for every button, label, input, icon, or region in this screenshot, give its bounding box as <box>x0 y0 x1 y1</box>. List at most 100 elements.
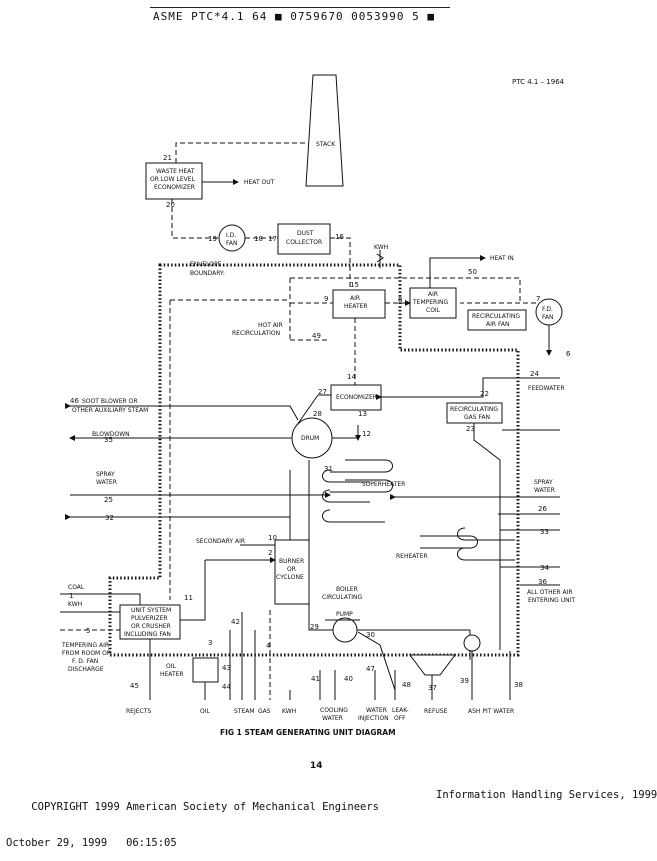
spray-left-label-1: SPRAY <box>96 471 115 478</box>
stream-number: 8 <box>398 296 402 304</box>
water-injection-label-2: INJECTION <box>358 715 389 722</box>
stream-number: 38 <box>514 681 523 689</box>
oil-label: OIL <box>200 708 210 715</box>
burner-label-2: OR <box>287 566 296 573</box>
superheater-coils <box>322 459 393 523</box>
stream-number: 12 <box>362 430 371 438</box>
document-id-line: ASME PTC*4.1 64 ■ 0759670 0053990 5 ■ <box>153 10 436 23</box>
recirc-gas-fan-label-2: GAS FAN <box>464 414 490 421</box>
tempering-coil-label-3: COIL <box>426 307 441 314</box>
stream-number: 34 <box>540 564 549 572</box>
drum-label: DRUM <box>301 435 319 442</box>
stream-number: 2 <box>268 549 272 557</box>
stream-number: 23 <box>466 425 475 433</box>
stream-number: 44 <box>222 683 231 691</box>
stream-number: 20 <box>166 201 175 209</box>
refuse-label: REFUSE <box>424 708 448 715</box>
stream-number: 3 <box>208 639 212 647</box>
stream-number: 45 <box>130 682 139 690</box>
fd-fan-label-2: FAN <box>542 314 554 321</box>
pulverizer-box <box>119 604 181 640</box>
stream-number: 28 <box>313 410 322 418</box>
stream-number: 43 <box>222 664 231 672</box>
stack-shape <box>305 74 344 187</box>
recirc-air-fan-label-1: RECIRCULATING <box>472 313 520 320</box>
stream-number: 9 <box>324 295 328 303</box>
rejects-label: REJECTS <box>126 708 151 715</box>
cooling-water-label-2: WATER <box>322 715 343 722</box>
stream-number: 1 <box>69 592 73 600</box>
stream-number: 47 <box>366 665 375 673</box>
boiler-pump-circle <box>332 617 358 643</box>
stream-number: 50 <box>468 268 477 276</box>
steam-unit-diagram: STACK WASTE HEAT OR LOW LEVEL ECONOMIZER… <box>60 74 575 771</box>
dust-collector-box <box>277 223 331 255</box>
pulverizer-label-1: UNIT SYSTEM <box>131 607 171 614</box>
stream-number: 31 <box>324 465 333 473</box>
economizer-box <box>330 384 382 411</box>
stream-number: 33 <box>540 528 549 536</box>
stream-number: 37 <box>428 684 437 692</box>
ash-hopper <box>409 654 456 676</box>
stream-number: 40 <box>344 675 353 683</box>
leakoff-label-2: OFF <box>394 715 406 722</box>
tempering-coil-label-1: AIR <box>428 291 438 298</box>
dust-collector-label-1: DUST <box>297 230 314 237</box>
stream-number: 5 <box>86 627 90 635</box>
stream-number: 36 <box>538 578 547 586</box>
heat-in-label: HEAT IN <box>490 255 514 262</box>
all-other-air-label-1: ALL OTHER AIR <box>527 589 573 596</box>
stream-number: 19 <box>208 235 217 243</box>
stream-number: 25 <box>104 496 113 504</box>
stream-number: 49 <box>312 332 321 340</box>
stream-number: 24 <box>530 370 539 378</box>
steam-label: STEAM <box>234 708 255 715</box>
kwh-bottom-label: KWH <box>282 708 296 715</box>
stream-number: 32 <box>105 514 114 522</box>
air-heater-label-2: HEATER <box>344 303 368 310</box>
envelope-label-2: BOUNDARY: <box>190 270 225 277</box>
cooling-water-label-1: COOLING <box>320 707 348 714</box>
recirc-air-fan-label-2: AIR FAN <box>486 321 509 328</box>
stream-number: 35 <box>104 436 113 444</box>
reheater-coils <box>420 527 515 561</box>
pulverizer-label-4: INCLUDING FAN <box>124 631 171 638</box>
coal-label: COAL <box>68 584 85 591</box>
id-fan-label-2: FAN <box>226 240 238 247</box>
hot-air-label-2: RECIRCULATION <box>232 330 280 337</box>
reheater-label: REHEATER <box>396 553 428 560</box>
recirc-gas-fan-label-1: RECIRCULATING <box>450 406 498 413</box>
stream-number: 6 <box>566 350 571 358</box>
pulverizer-label-3: OR CRUSHER <box>131 623 171 630</box>
stream-number: 21 <box>163 154 172 162</box>
document-page: ASME PTC*4.1 64 ■ 0759670 0053990 5 ■ PT… <box>6 7 657 849</box>
water-injection-label-1: WATER <box>366 707 387 714</box>
air-heater-box <box>332 289 386 319</box>
stream-number: 15 <box>350 281 359 289</box>
stream-number: 39 <box>460 677 469 685</box>
stream-number: 42 <box>231 618 240 626</box>
recirc-air-fan-box <box>467 309 527 331</box>
stream-number: 7 <box>536 295 540 303</box>
waste-economizer-label-2: OR LOW LEVEL <box>150 176 196 183</box>
stream-number: 41 <box>311 675 320 683</box>
stream-number: 48 <box>402 681 411 689</box>
envelope-label-1: ENVELOPE <box>190 261 222 268</box>
boiler-pump-label-1: BOILER <box>336 586 358 593</box>
soot-blower-label-2: OTHER AUXILIARY STEAM <box>72 407 148 414</box>
stream-number: 11 <box>184 594 193 602</box>
economizer-label: ECONOMIZER <box>336 394 377 401</box>
soot-blower-label-1: SOOT BLOWER OR <box>82 398 138 405</box>
tempering-air-label-2: FROM ROOM OR <box>62 650 111 657</box>
gas-label: GAS <box>258 708 271 715</box>
stream-number: 29 <box>310 623 319 631</box>
envelope-boundary <box>108 263 520 657</box>
superheater-label: SUPERHEATER <box>362 481 405 488</box>
stream-number: 10 <box>268 534 277 542</box>
oil-heater-label-2: HEATER <box>160 671 184 678</box>
air-heater-label-1: AIR <box>350 295 360 302</box>
stream-number: 14 <box>347 373 356 381</box>
boiler-pump-label-3: PUMP <box>336 611 353 618</box>
page-number: 14 <box>310 761 323 771</box>
footer-date: October 29, 1999 06:15:05 <box>6 837 177 849</box>
